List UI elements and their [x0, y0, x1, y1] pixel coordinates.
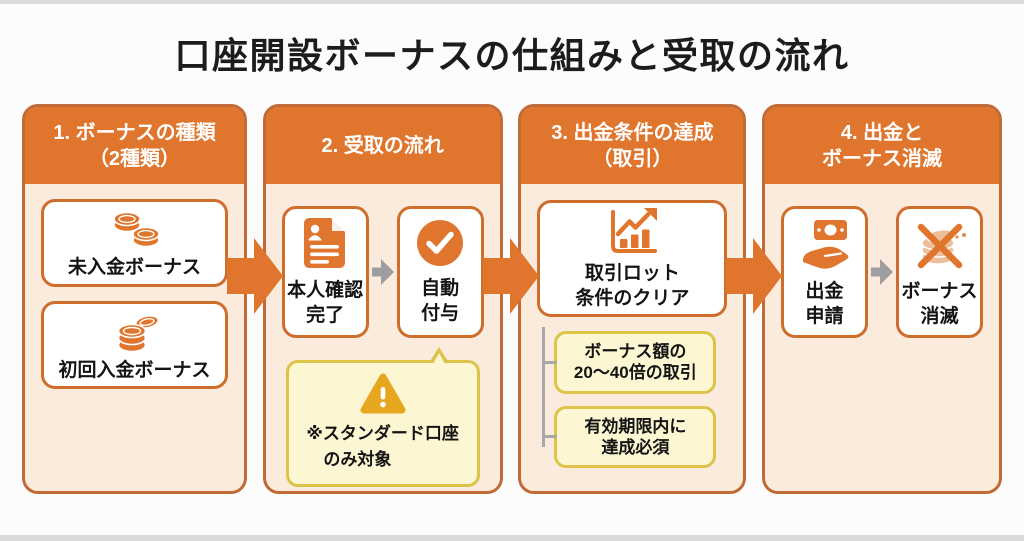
column-header: 1. ボーナスの種類 （2種類）: [25, 107, 244, 184]
coins-icon: [112, 211, 160, 247]
column-withdrawal-conditions: 3. 出金条件の達成 （取引） 取引ロット 条件のクリア: [518, 104, 747, 494]
step-row: 本人確認 完了 自動 付与: [281, 206, 484, 338]
flow-gap: [226, 104, 283, 494]
column-receive-flow: 2. 受取の流れ 本人確認 完了: [262, 104, 503, 494]
condition-card: 有効期限内に 達成必須: [542, 405, 717, 468]
top-border-band: [0, 0, 1024, 4]
bonus-type-card: 初回入金ボーナス: [41, 301, 228, 389]
page-title: 口座開設ボーナスの仕組みと受取の流れ: [174, 35, 850, 76]
step-card-withdrawal: 出金 申請: [781, 206, 869, 338]
note-text: ※スタンダード口座 のみ対象: [306, 424, 459, 469]
bar-chart-icon: [611, 207, 658, 253]
step-row: 出金 申請: [781, 206, 984, 338]
tree-connector: [542, 327, 546, 447]
flow-gap: [482, 104, 539, 494]
step-card-auto-grant: 自動 付与: [396, 206, 484, 338]
step-card-identity: 本人確認 完了: [281, 206, 369, 338]
warning-icon: [360, 373, 406, 414]
condition-text: ボーナス額の 20〜40倍の取引: [573, 342, 697, 383]
column-bonus-types: 1. ボーナスの種類 （2種類） 未入金ボーナス: [22, 104, 247, 494]
flow-arrow-icon: [226, 238, 283, 314]
flow-diagram: 1. ボーナスの種類 （2種類） 未入金ボーナス: [0, 104, 1024, 494]
column-header: 2. 受取の流れ: [265, 107, 500, 184]
step-label: 出金 申請: [805, 280, 844, 327]
column-withdrawal-expiry: 4. 出金と ボーナス消滅 出金 申請: [762, 104, 1003, 494]
bonus-expired-icon: [917, 223, 966, 269]
bonus-type-label: 未入金ボーナス: [67, 256, 201, 278]
column-body: 取引ロット 条件のクリア ボーナス額の 20〜40倍の取引 有効期限内に 達成必…: [521, 184, 743, 491]
step-label: 自動 付与: [421, 277, 460, 324]
condition-text: 有効期限内に 達成必須: [584, 416, 687, 457]
column-body: 出金 申請: [765, 184, 999, 491]
check-circle-icon: [417, 219, 464, 266]
bonus-type-card: 未入金ボーナス: [41, 199, 228, 287]
hand-money-icon: [802, 219, 848, 269]
condition-card: ボーナス額の 20〜40倍の取引: [542, 331, 717, 394]
flow-gap: [726, 104, 783, 494]
column-header: 4. 出金と ボーナス消滅: [765, 107, 1000, 184]
coin-stack-icon: [117, 314, 159, 352]
flow-arrow-icon: [726, 238, 783, 314]
flow-arrow-icon: [482, 238, 539, 314]
column-body: 未入金ボーナス 初回入金ボーナス: [25, 184, 244, 491]
note-callout: ※スタンダード口座 のみ対象: [285, 347, 480, 487]
trading-condition-label: 取引ロット 条件のクリア: [575, 262, 690, 309]
step-card-bonus-expired: ボーナス 消滅: [896, 206, 984, 338]
bottom-border-band: [0, 535, 1024, 541]
step-label: ボーナス 消滅: [901, 280, 978, 327]
step-arrow-icon: [371, 259, 394, 285]
column-body: 本人確認 完了 自動 付与: [266, 184, 500, 491]
id-document-icon: [304, 217, 346, 268]
step-arrow-icon: [871, 259, 894, 285]
trading-condition-card: 取引ロット 条件のクリア: [537, 200, 728, 317]
condition-tree: ボーナス額の 20〜40倍の取引 有効期限内に 達成必須: [537, 327, 727, 468]
column-header: 3. 出金条件の達成 （取引）: [521, 107, 744, 184]
step-label: 本人確認 完了: [287, 279, 364, 326]
bonus-type-label: 初回入金ボーナス: [58, 359, 211, 381]
